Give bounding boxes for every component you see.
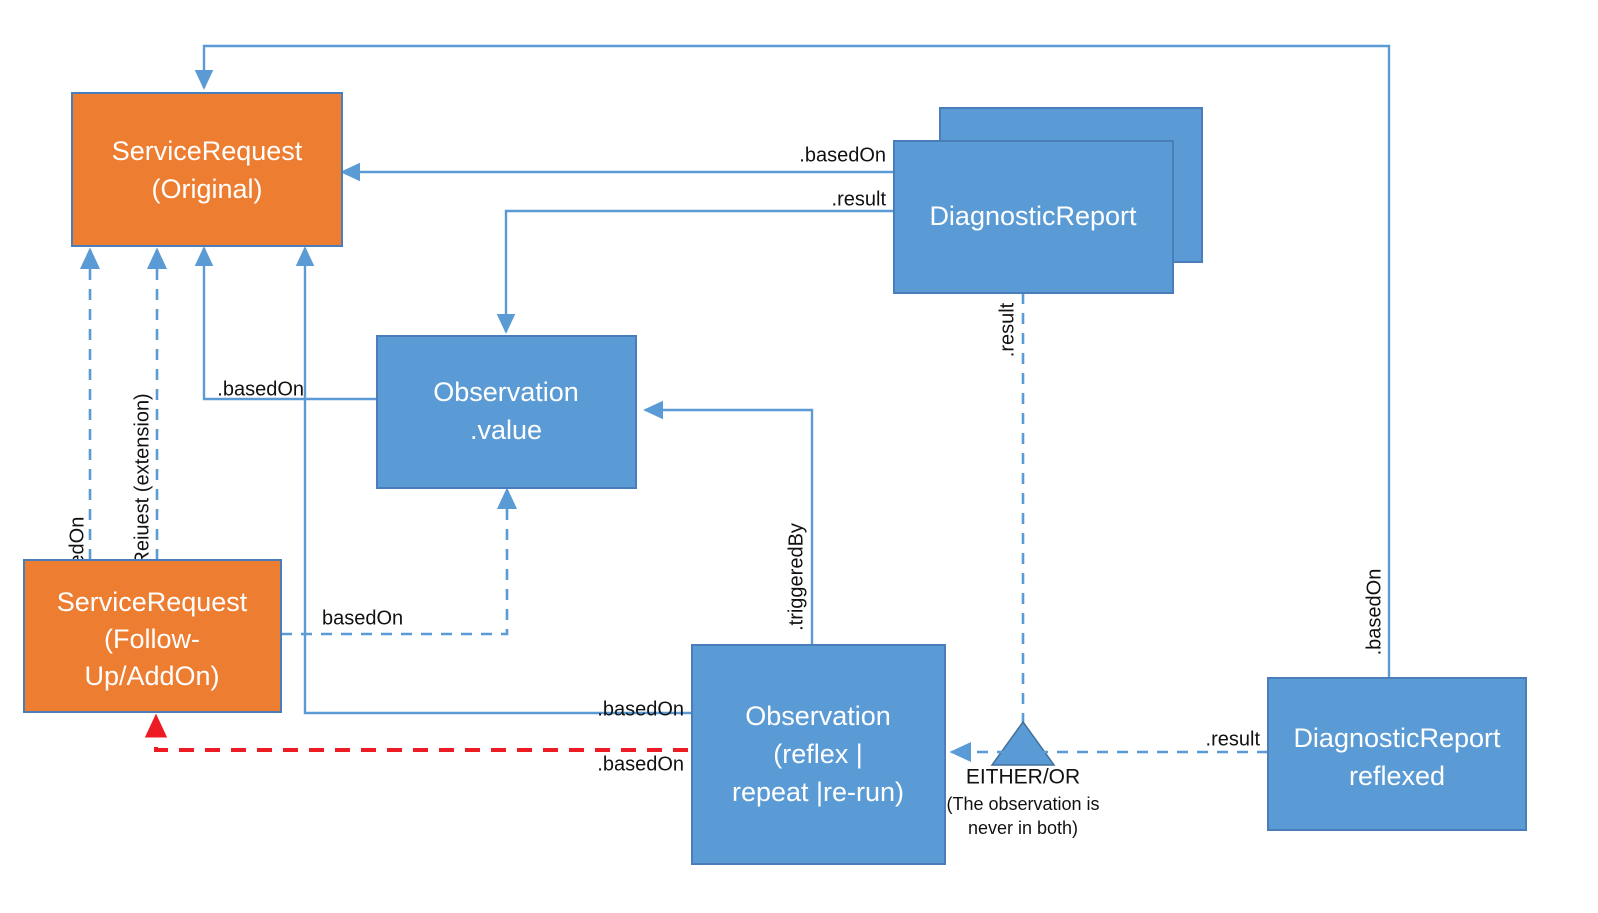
edge-drback-basedon-sr-original	[194, 44, 1391, 108]
node-observation-reflex-rect[interactable]	[691, 644, 946, 865]
edge-srfollowup-basedon-obsvalue: basedOn	[281, 487, 518, 636]
node-observation-reflex-line3: repeat |re-run)	[732, 777, 904, 807]
node-servicerequest-original-line2: (Original)	[151, 174, 262, 204]
node-observation-reflex-line1: Observation	[745, 701, 891, 731]
node-diagnosticreport-reflexed-line2: reflexed	[1349, 761, 1445, 791]
gate-note-line2: never in both)	[968, 818, 1078, 838]
node-servicerequest-original-line1: ServiceRequest	[112, 136, 303, 166]
edge-label-obsreflex-basedon: .basedOn	[597, 698, 684, 720]
edge-label-obsreflex-basedon-red: .basedOn	[597, 753, 684, 775]
node-observation-reflex[interactable]: Observation (reflex | repeat |re-run)	[691, 644, 946, 865]
edge-label-srfu-basedon: basedOn	[322, 607, 403, 629]
node-observation-value[interactable]: Observation .value	[376, 335, 637, 489]
edge-obsreflex-triggeredby-obsvalue: .triggeredBy	[643, 400, 814, 645]
node-servicerequest-original[interactable]: ServiceRequest (Original)	[71, 92, 343, 247]
edge-srfollowup-basedon-sr-original: .basedOn	[66, 247, 101, 603]
node-servicerequest-followup-line2: (Follow-	[104, 624, 200, 654]
edge-label-triggeredby: .triggeredBy	[785, 523, 807, 631]
gate-title: EITHER/OR	[966, 766, 1080, 789]
edge-label-dr-result: .result	[832, 188, 887, 210]
node-diagnosticreport-reflexed-rect[interactable]	[1267, 677, 1527, 831]
node-servicerequest-followup[interactable]: ServiceRequest (Follow- Up/AddOn)	[23, 559, 282, 713]
edge-obsreflex-basedon-sr-original: .basedOn	[295, 246, 692, 720]
node-observation-value-rect[interactable]	[376, 335, 637, 489]
node-observation-value-line2: .value	[470, 415, 542, 445]
node-servicerequest-followup-line1: ServiceRequest	[57, 587, 248, 617]
node-servicerequest-followup-rect[interactable]	[23, 559, 282, 713]
node-diagnosticreport-rect[interactable]	[893, 140, 1174, 294]
gate-note-line1: (The observation is	[946, 794, 1099, 814]
gate-triangle-icon	[990, 720, 1056, 766]
either-or-caption: EITHER/OR (The observation is never in b…	[946, 766, 1099, 838]
edge-label-obsvalue-basedon: .basedOn	[217, 378, 304, 400]
node-diagnosticreport-reflexed[interactable]: DiagnosticReport reflexed	[1267, 677, 1527, 831]
edge-label-drreflexed-result: .result	[1206, 728, 1261, 750]
edge-label-dr-result-vertical: .result	[996, 302, 1018, 357]
edge-drreflexed-result-obsreflex: .result	[949, 728, 1268, 763]
edge-dr-basedon-sr-original: .basedOn	[340, 144, 894, 182]
node-diagnosticreport[interactable]: DiagnosticReport	[893, 140, 1174, 294]
node-servicerequest-original-rect[interactable]	[71, 92, 343, 247]
node-observation-value-line1: Observation	[433, 377, 579, 407]
node-diagnosticreport-reflexed-line1: DiagnosticReport	[1293, 723, 1501, 753]
edge-label-dr-basedon: .basedOn	[799, 144, 886, 166]
edge-dr-result-gate: .result	[996, 293, 1025, 735]
node-observation-reflex-line2: (reflex |	[773, 739, 863, 769]
node-diagnosticreport-label: DiagnosticReport	[929, 201, 1137, 231]
edge-dr-result-obsvalue: .result	[496, 188, 894, 334]
node-servicerequest-followup-line3: Up/AddOn)	[84, 661, 219, 691]
edge-obsvalue-basedon-sr-original: .basedOn	[194, 246, 377, 400]
edge-obsreflex-basedon-sr-followup: .basedOn	[144, 713, 688, 775]
edge-drreflexed-basedon: .basedOn	[1363, 108, 1391, 678]
edge-label-drreflexed-basedon: .basedOn	[1363, 569, 1385, 656]
either-or-gate	[990, 720, 1056, 766]
